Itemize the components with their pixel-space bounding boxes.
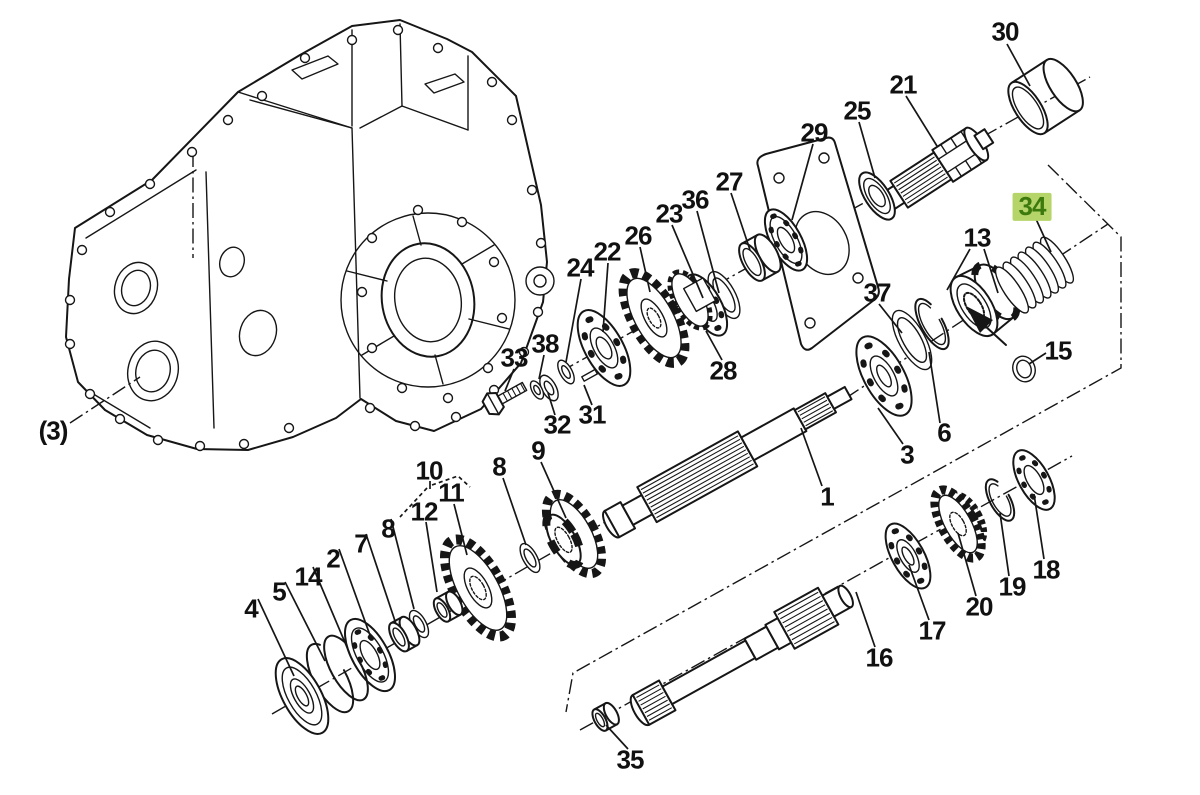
bushing-12-drawing [432,590,464,623]
part-label-26: 26 [624,220,653,251]
bearing-3-drawing [855,335,913,417]
pto-shaft-21-drawing [875,126,995,215]
part-label-1: 1 [820,481,835,512]
pin-31-drawing [581,368,599,382]
part-label-23: 23 [655,198,684,229]
ring-14-drawing [323,634,369,702]
snap-ring-15-drawing [1012,355,1036,383]
part-label-12: 12 [410,496,439,527]
part-label-31: 31 [578,399,607,430]
part-label-11: 11 [438,477,464,508]
part-label-33: 33 [500,342,529,373]
shaft-16-drawing [629,584,854,727]
housing-drawing [64,19,555,452]
part-label-22: 22 [593,236,622,267]
bearing-4-drawing [274,657,330,735]
part-label-35: 35 [616,744,645,775]
bearing-18-drawing [1012,449,1056,511]
part-label-3: 3 [900,439,915,470]
washer-8b-drawing [519,542,541,574]
collar-27-drawing [738,233,782,282]
part-label-2: 2 [326,543,341,574]
part-label-15: 15 [1044,335,1073,366]
part-label-38: 38 [531,328,560,359]
gear-11-drawing [439,534,517,642]
main-shaft-1-drawing [602,385,853,539]
part-label-8: 8 [492,451,507,482]
washer-37-drawing [891,309,933,371]
part-label-36: 36 [681,184,710,215]
part-label-34[interactable]: 34 [1012,192,1052,222]
washer-24-drawing [557,359,575,385]
spacer-7-drawing [388,615,421,653]
group-boundary-line [565,164,1122,713]
part-label-37: 37 [863,277,892,308]
part-label-28: 28 [709,355,738,386]
part-label-5: 5 [272,576,287,607]
part-label-20: 20 [965,591,994,622]
bearing-25-drawing [858,171,896,221]
snap-ring-19-drawing [984,478,1016,522]
housing-bolt-holes [64,24,547,452]
bushing-35-drawing [591,701,620,732]
gear-20-drawing [930,485,988,563]
part-label-4: 4 [244,593,259,624]
part-label-9: 9 [531,435,546,466]
gear-26-drawing [618,267,690,369]
gear-9-drawing [541,489,607,579]
part-label-10: 10 [415,455,444,486]
part-label-16: 16 [865,642,894,673]
bearing-22-drawing [576,309,632,387]
part-label-3: (3) [38,415,69,446]
part-label-21: 21 [889,69,918,100]
collar-30-drawing [1007,57,1084,136]
part-label-17: 17 [918,615,947,646]
bearing-2-drawing [344,617,396,693]
part-label-6: 6 [937,417,952,448]
part-label-8: 8 [381,513,396,544]
bolt-33-drawing [481,381,528,416]
part-label-13: 13 [963,222,992,253]
part-label-32: 32 [543,409,572,440]
part-label-30: 30 [991,16,1020,47]
part-label-24: 24 [566,252,595,283]
part-label-18: 18 [1032,554,1061,585]
part-label-19: 19 [998,571,1027,602]
washer-38-drawing [529,380,545,400]
leader-lines [69,43,1052,750]
part-label-14: 14 [294,561,323,592]
snap-ring-6-drawing [914,297,950,351]
part-label-29: 29 [800,117,829,148]
bearing-17-drawing [884,522,932,590]
part-label-25: 25 [843,95,872,126]
bearing-plate-drawing [756,136,880,351]
part-label-27: 27 [715,166,744,197]
pointer-arrow [966,306,1007,346]
part-label-7: 7 [354,528,369,559]
